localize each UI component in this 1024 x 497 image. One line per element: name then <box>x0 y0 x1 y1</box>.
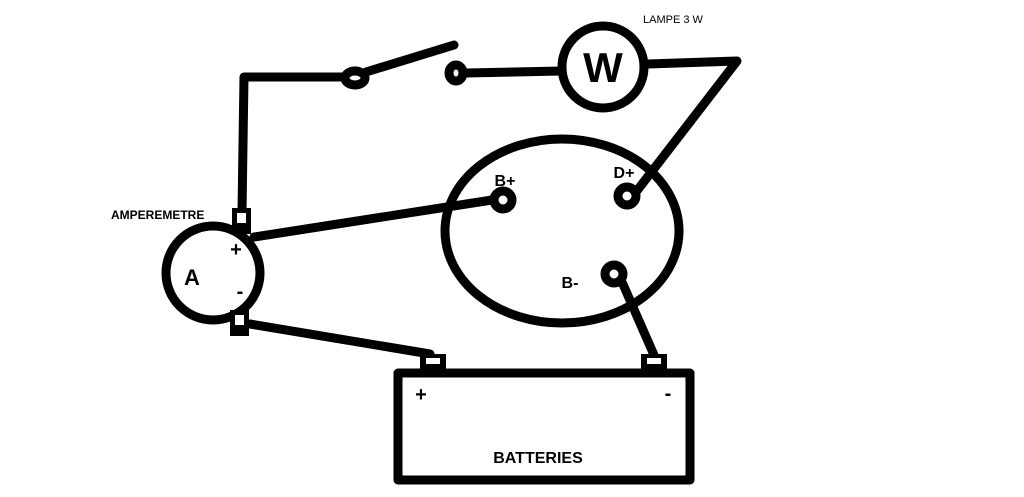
terminal-b-plus-post <box>489 186 517 214</box>
lamp-label: LAMPE 3 W <box>643 14 704 26</box>
terminal-b-plus-label: B+ <box>495 173 516 190</box>
lamp-circle <box>557 21 649 113</box>
wire-ammeter-minus-to-battery-plus <box>245 319 435 359</box>
battery-minus-sign: - <box>665 383 672 405</box>
ammeter-label: AMPEREMETRE <box>111 208 204 222</box>
terminal-d-plus-post <box>613 182 641 210</box>
alternator-body <box>440 134 684 328</box>
ammeter-circle <box>161 221 265 325</box>
wire-lamp-to-d-plus <box>631 56 742 197</box>
battery-box <box>393 368 695 485</box>
battery-label: BATTERIES <box>493 450 583 467</box>
ammeter-minus-sign: - <box>237 281 244 303</box>
terminal-b-minus-label: B- <box>562 275 579 292</box>
terminal-b-minus-post <box>600 260 628 288</box>
lamp-symbol: W <box>583 44 623 91</box>
wire-b-minus-to-battery-minus <box>617 277 659 360</box>
ammeter-symbol: A <box>184 265 200 290</box>
wire-switch-to-lamp <box>461 66 567 78</box>
ammeter-plus-sign: + <box>230 239 242 261</box>
switch-contact-left <box>340 66 370 90</box>
wire-ammeter-plus-to-switch <box>237 72 350 217</box>
battery-plus-sign: + <box>415 384 427 406</box>
switch-lever <box>361 40 459 77</box>
wire-ammeter-plus-to-b-plus <box>249 195 497 242</box>
switch-contact-right <box>444 60 468 86</box>
terminal-d-plus-label: D+ <box>614 165 635 182</box>
